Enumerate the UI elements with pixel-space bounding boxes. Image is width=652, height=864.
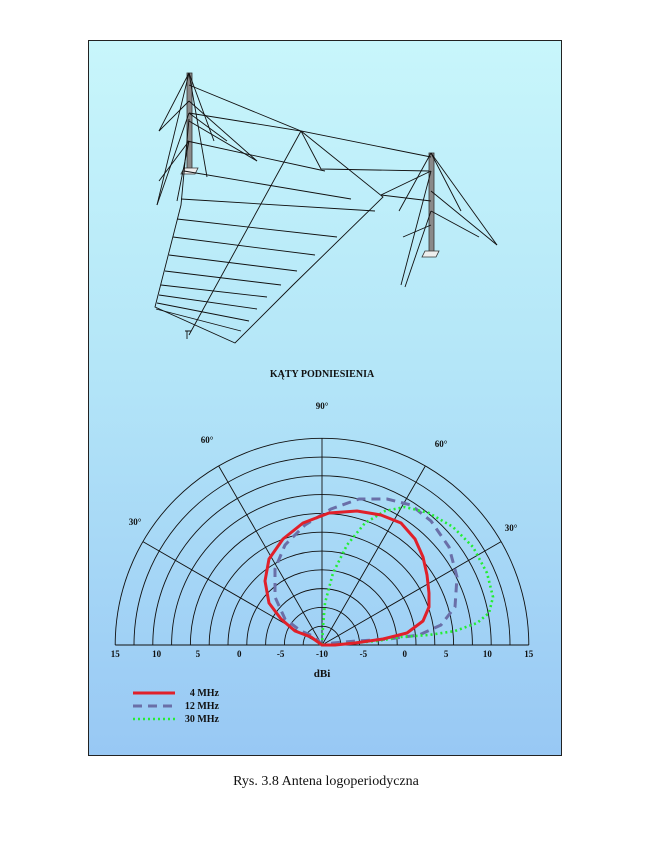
dbi-tick-label: 15 (524, 649, 534, 659)
pattern-30mhz (320, 505, 495, 647)
dbi-tick-label: -10 (316, 649, 328, 659)
figure-svg: KĄTY PODNIESIENIA 90° 60° 60° 30° 30° 15… (111, 72, 534, 725)
unit-label: dBi (314, 668, 331, 680)
figure-caption: Rys. 3.8 Antena logoperiodyczna (233, 774, 419, 789)
dipole-elements (155, 140, 376, 332)
dbi-tick-label: 10 (152, 649, 162, 659)
polar-spoke (321, 541, 502, 646)
angle-label-90: 90° (316, 401, 329, 411)
antenna-illustration (154, 72, 498, 344)
legend-label-4mhz: 4 MHz (190, 688, 220, 699)
dbi-tick-label: 5 (196, 649, 201, 659)
dbi-tick-label: -5 (360, 649, 368, 659)
dbi-tick-label: 5 (444, 649, 449, 659)
left-mast (156, 72, 258, 206)
legend: 4 MHz 12 MHz 30 MHz (133, 688, 220, 725)
legend-item-4mhz: 4 MHz (133, 688, 220, 699)
feed-line (188, 130, 302, 336)
angle-label-60-right: 60° (435, 439, 448, 449)
angle-labels: 90° 60° 60° 30° 30° (129, 401, 518, 533)
radiation-patterns (263, 497, 495, 647)
dbi-tick-label: -5 (277, 649, 285, 659)
legend-label-30mhz: 30 MHz (185, 714, 220, 725)
legend-item-12mhz: 12 MHz (133, 701, 220, 712)
dbi-scale: 15 10 5 0 -5 -10 -5 0 5 10 15 (111, 649, 534, 659)
dbi-tick-label: 0 (237, 649, 242, 659)
polar-spoke (321, 465, 426, 646)
right-mast (380, 152, 498, 288)
dbi-tick-label: 10 (483, 649, 493, 659)
feed-terminal (185, 330, 191, 339)
angle-label-30-left: 30° (129, 517, 142, 527)
angle-label-60-left: 60° (201, 435, 214, 445)
section-title: KĄTY PODNIESIENIA (270, 369, 375, 380)
support-wire-lower (188, 112, 430, 172)
pattern-4mhz (263, 509, 431, 647)
polar-grid (114, 437, 530, 646)
legend-item-30mhz: 30 MHz (133, 714, 220, 725)
curtain-outline (154, 118, 384, 344)
legend-label-12mhz: 12 MHz (185, 701, 220, 712)
support-wire-upper (188, 84, 432, 158)
figure-panel: KĄTY PODNIESIENIA 90° 60° 60° 30° 30° 15… (88, 40, 562, 756)
angle-label-30-right: 30° (505, 523, 518, 533)
dbi-tick-label: 15 (111, 649, 121, 659)
dbi-tick-label: 0 (402, 649, 407, 659)
